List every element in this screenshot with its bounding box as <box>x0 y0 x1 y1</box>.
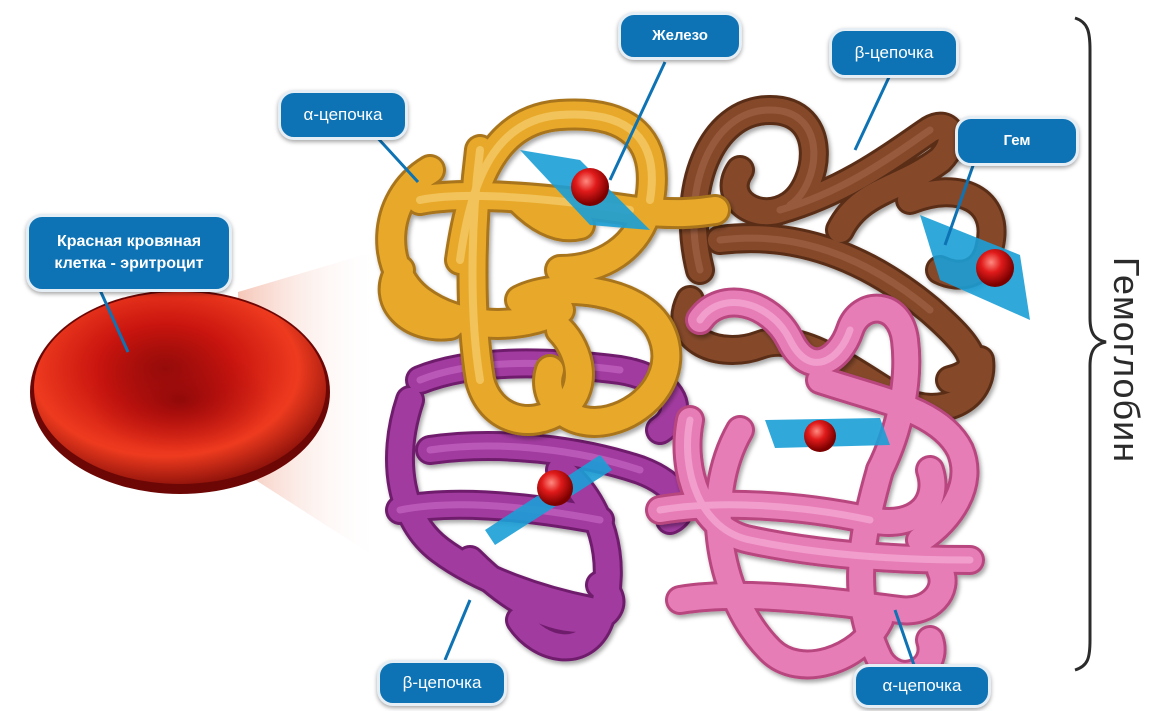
red-blood-cell <box>30 290 330 494</box>
heme-group-bottom-right <box>765 418 890 452</box>
alpha-chain-top-label: α-цепочка <box>278 90 408 140</box>
alpha-chain-bottom-label: α-цепочка <box>853 664 991 708</box>
beta-chain-top-label: β-цепочка <box>829 28 959 78</box>
red-blood-cell-label: Красная кровяная клетка - эритроцит <box>26 214 232 292</box>
hemoglobin-label-container: Гемоглобин <box>1086 220 1166 500</box>
beta-chain-bottom-label: β-цепочка <box>377 660 507 706</box>
heme-label: Гем <box>955 116 1079 166</box>
iron-label: Железо <box>618 12 742 60</box>
hemoglobin-label: Гемоглобин <box>1105 257 1147 463</box>
